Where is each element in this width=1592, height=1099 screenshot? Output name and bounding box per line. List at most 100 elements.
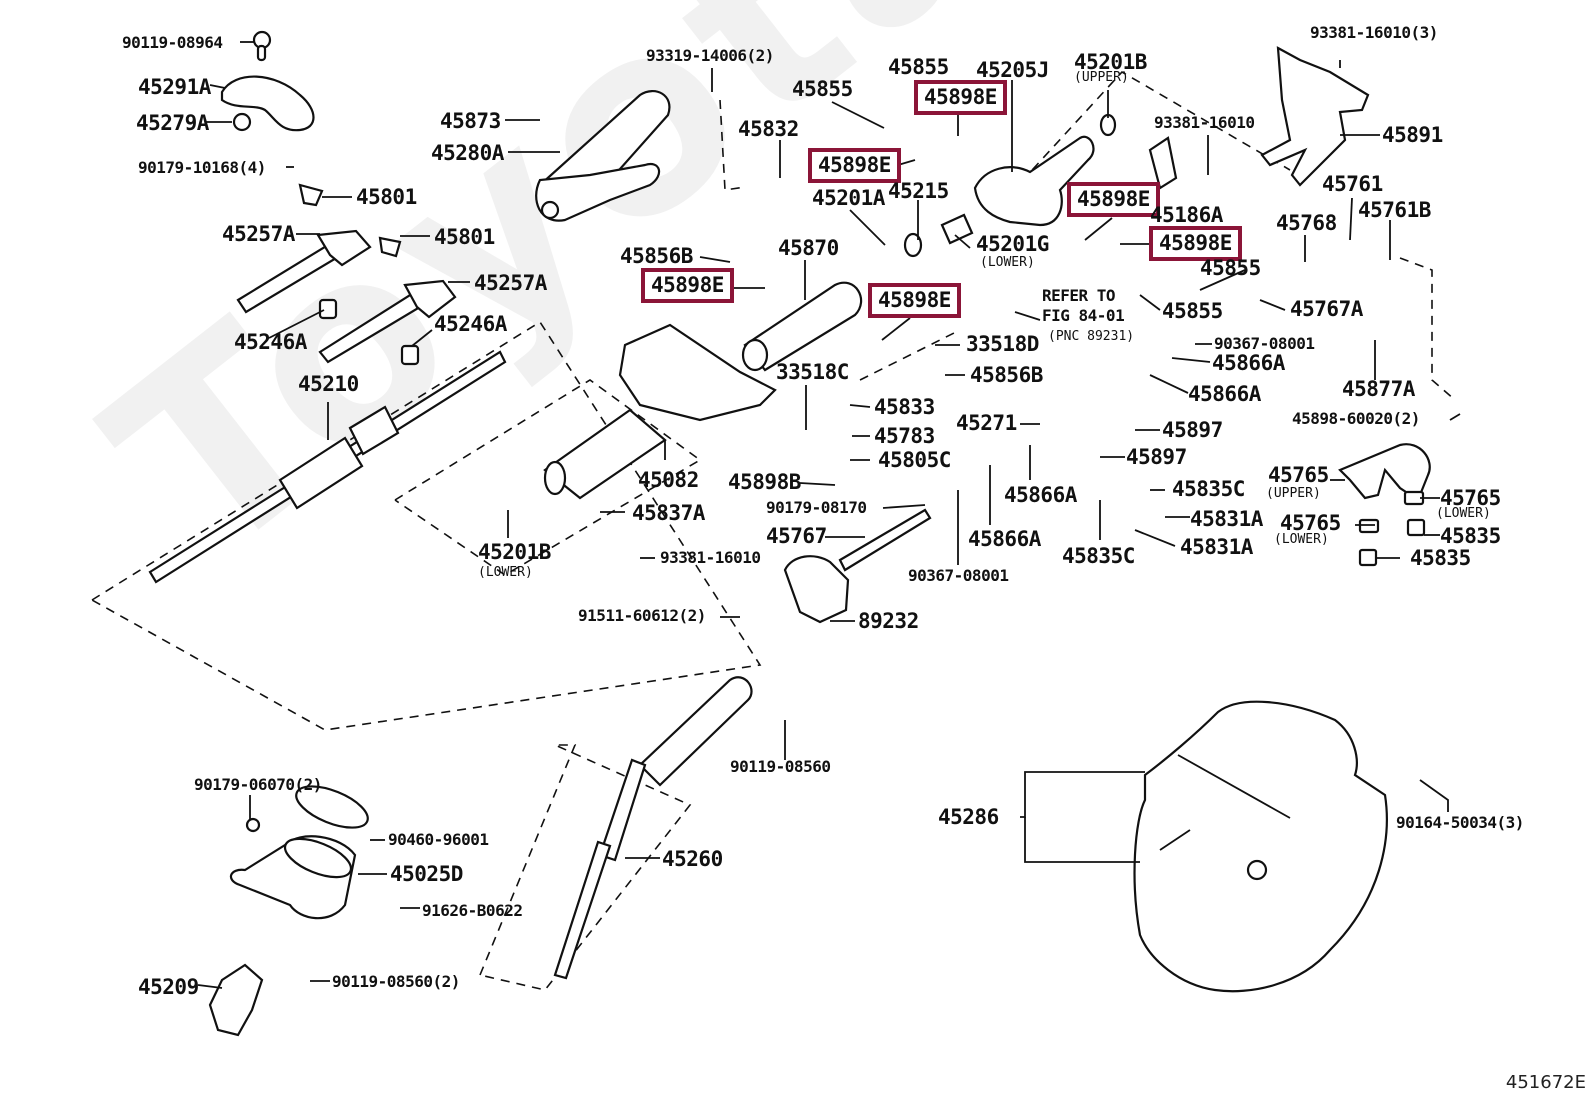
part-label-45761b: 45761B (1358, 198, 1431, 222)
part-label-45898b: 45898B (728, 470, 801, 494)
part-label-45209: 45209 (138, 975, 199, 999)
part-label-45855: 45855 (1200, 256, 1261, 280)
guide-upper (999, 70, 1291, 206)
part-label-45280a: 45280A (431, 141, 504, 165)
part-label-45201g: 45201G (976, 232, 1049, 256)
guide-lower-bracket (394, 379, 702, 576)
figure-number: 451672E (1505, 1072, 1586, 1093)
part-label-45891: 45891 (1382, 123, 1443, 147)
part-label-45835: 45835 (1440, 524, 1501, 548)
part-label-45765: 45765 (1268, 463, 1329, 487)
part-45870-tube (741, 281, 863, 372)
part-label-45897: 45897 (1126, 445, 1187, 469)
part-label-45765: 45765 (1280, 511, 1341, 535)
part-label-45025d: 45025D (390, 862, 463, 886)
part-45765-clips (1338, 443, 1431, 567)
guide-column-region (91, 320, 762, 731)
part-label-45286: 45286 (938, 805, 999, 829)
part-label-45833: 45833 (874, 395, 935, 419)
highlighted-part-label-45898e[interactable]: 45898E (641, 268, 734, 303)
part-label-45866a: 45866A (1188, 382, 1261, 406)
part-label-upper: (UPPER) (1074, 70, 1129, 85)
highlighted-part-label-45898e[interactable]: 45898E (868, 283, 961, 318)
part-label-lower: (LOWER) (1274, 532, 1329, 547)
part-label-45835c: 45835C (1062, 544, 1135, 568)
leader-lines (197, 41, 1461, 989)
part-45025D-seal (229, 785, 369, 920)
part-45260-intermediate-shaft (553, 676, 753, 980)
part-label-lower: (LOWER) (980, 255, 1035, 270)
part-label-45767a: 45767A (1290, 297, 1363, 321)
part-label-33518c: 33518C (776, 360, 849, 384)
part-label-45866a: 45866A (1212, 351, 1285, 375)
part-label-45831a: 45831A (1180, 535, 1253, 559)
part-45291A (220, 30, 315, 132)
guide-lower-seal (479, 744, 692, 991)
part-keys (236, 183, 457, 366)
part-label-91626-b0622: 91626-B0622 (422, 901, 523, 920)
guide-right (1399, 257, 1456, 401)
part-label-45873: 45873 (440, 109, 501, 133)
highlighted-part-label-45898e[interactable]: 45898E (1149, 226, 1242, 261)
part-label-90119-08560-2: 90119-08560(2) (332, 972, 460, 991)
part-label-90164-50034-3: 90164-50034(3) (1396, 813, 1524, 832)
part-label-45832: 45832 (738, 117, 799, 141)
part-label-45856b: 45856B (970, 363, 1043, 387)
part-label-45257a: 45257A (474, 271, 547, 295)
part-label-45271: 45271 (956, 411, 1017, 435)
part-label-45835c: 45835C (1172, 477, 1245, 501)
part-label-45246a: 45246A (434, 312, 507, 336)
part-label-45805c: 45805C (878, 448, 951, 472)
part-label-45855: 45855 (792, 77, 853, 101)
part-label-45767: 45767 (766, 524, 827, 548)
part-label-45279a: 45279A (136, 111, 209, 135)
part-label-45870: 45870 (778, 236, 839, 260)
part-label-45801: 45801 (356, 185, 417, 209)
part-label-45866a: 45866A (1004, 483, 1077, 507)
part-label-45765: 45765 (1440, 486, 1501, 510)
part-label-45898-60020-2: 45898-60020(2) (1292, 409, 1420, 428)
part-label-45215: 45215 (888, 179, 949, 203)
part-label-90367-08001: 90367-08001 (1214, 334, 1315, 353)
part-label-90179-06070-2: 90179-06070(2) (194, 775, 322, 794)
part-label-lower: (LOWER) (478, 565, 533, 580)
part-label-45082: 45082 (638, 468, 699, 492)
part-label-93319-14006-2: 93319-14006(2) (646, 46, 774, 65)
part-label-lower: (LOWER) (1436, 506, 1491, 521)
part-label-45257a: 45257A (222, 222, 295, 246)
part-label-45201a: 45201A (812, 186, 885, 210)
part-45280A-housing (535, 89, 671, 222)
part-label-45897: 45897 (1162, 418, 1223, 442)
part-label-45855: 45855 (1162, 299, 1223, 323)
part-label-90119-08560: 90119-08560 (730, 757, 831, 776)
part-label-45201b: 45201B (478, 540, 551, 564)
part-label-45260: 45260 (662, 847, 723, 871)
part-label-93381-16010-3: 93381-16010(3) (1310, 23, 1438, 42)
highlighted-part-label-45898e[interactable]: 45898E (808, 148, 901, 183)
part-label-45761: 45761 (1322, 172, 1383, 196)
part-label-89232: 89232 (858, 609, 919, 633)
part-45286-column-cover (1133, 700, 1388, 993)
part-label-90367-08001: 90367-08001 (908, 566, 1009, 585)
part-label-45866a: 45866A (968, 527, 1041, 551)
part-label-pnc-89231: (PNC 89231) (1048, 329, 1135, 344)
highlighted-part-label-45898e[interactable]: 45898E (914, 80, 1007, 115)
part-label-45837a: 45837A (632, 501, 705, 525)
part-89232 (783, 508, 932, 624)
guide-93319 (719, 99, 746, 191)
part-label-45783: 45783 (874, 424, 935, 448)
part-45210-shaft (148, 350, 507, 584)
highlighted-part-label-45898e[interactable]: 45898E (1067, 182, 1160, 217)
part-label-90179-10168-4: 90179-10168(4) (138, 158, 266, 177)
part-label-45201b: 45201B (1074, 50, 1147, 74)
part-label-93381-16010: 93381-16010 (1154, 113, 1255, 132)
assembly-guide-lines (91, 70, 1456, 991)
part-label-33518d: 33518D (966, 332, 1039, 356)
part-label-45246a: 45246A (234, 330, 307, 354)
part-label-45801: 45801 (434, 225, 495, 249)
part-label-90460-96001: 90460-96001 (388, 830, 489, 849)
part-label-45186a: 45186A (1150, 203, 1223, 227)
part-label-45210: 45210 (298, 372, 359, 396)
